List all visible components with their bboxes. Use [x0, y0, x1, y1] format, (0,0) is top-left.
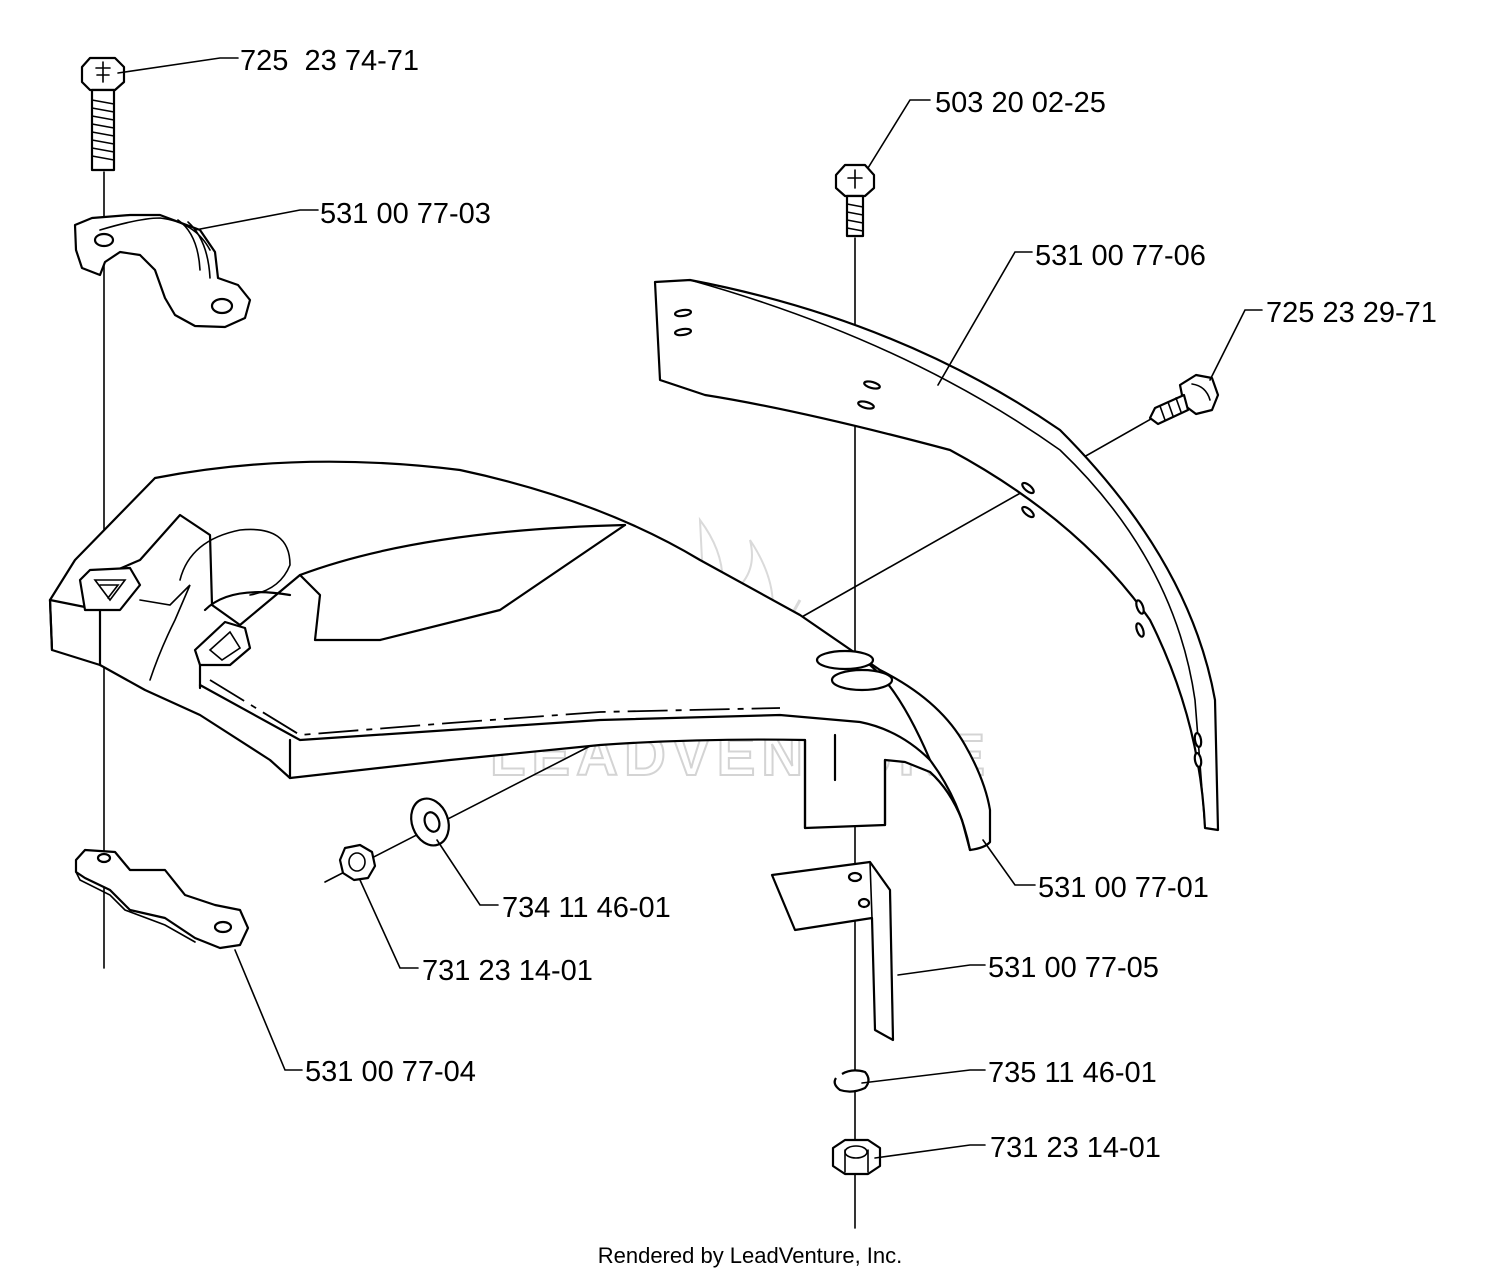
- label-screw-top-left: 725 23 74-71: [240, 45, 419, 77]
- clamp-top: [73, 213, 252, 329]
- guard-body: [48, 460, 992, 852]
- nut-left: [338, 843, 377, 882]
- label-nut-bottom: 731 23 14-01: [990, 1132, 1161, 1164]
- axis-line-diagonal-right: [799, 414, 1159, 619]
- bracket: [770, 860, 895, 1042]
- screw-top-left: [80, 56, 126, 172]
- label-clamp-bottom: 531 00 77-04: [305, 1056, 476, 1088]
- label-screw-right: 725 23 29-71: [1266, 297, 1437, 329]
- washer: [410, 797, 450, 847]
- guard-blade: [653, 278, 1220, 832]
- leader-lines: [117, 57, 1263, 1159]
- clamp-bottom: [74, 848, 250, 950]
- label-bracket: 531 00 77-05: [988, 952, 1159, 984]
- credit-text: Rendered by LeadVenture, Inc.: [598, 1243, 903, 1268]
- label-clamp-top: 531 00 77-03: [320, 198, 491, 230]
- label-guard-blade: 531 00 77-06: [1035, 240, 1206, 272]
- label-lock-washer: 735 11 46-01: [988, 1057, 1157, 1089]
- label-washer: 734 11 46-01: [502, 892, 671, 924]
- lock-washer: [833, 1069, 870, 1093]
- label-guard-body: 531 00 77-01: [1038, 872, 1209, 904]
- label-screw-center: 503 20 02-25: [935, 87, 1106, 119]
- screw-right: [1148, 373, 1220, 426]
- nut-bottom: [831, 1138, 882, 1176]
- screw-center: [834, 163, 876, 238]
- label-nut-left: 731 23 14-01: [422, 955, 593, 987]
